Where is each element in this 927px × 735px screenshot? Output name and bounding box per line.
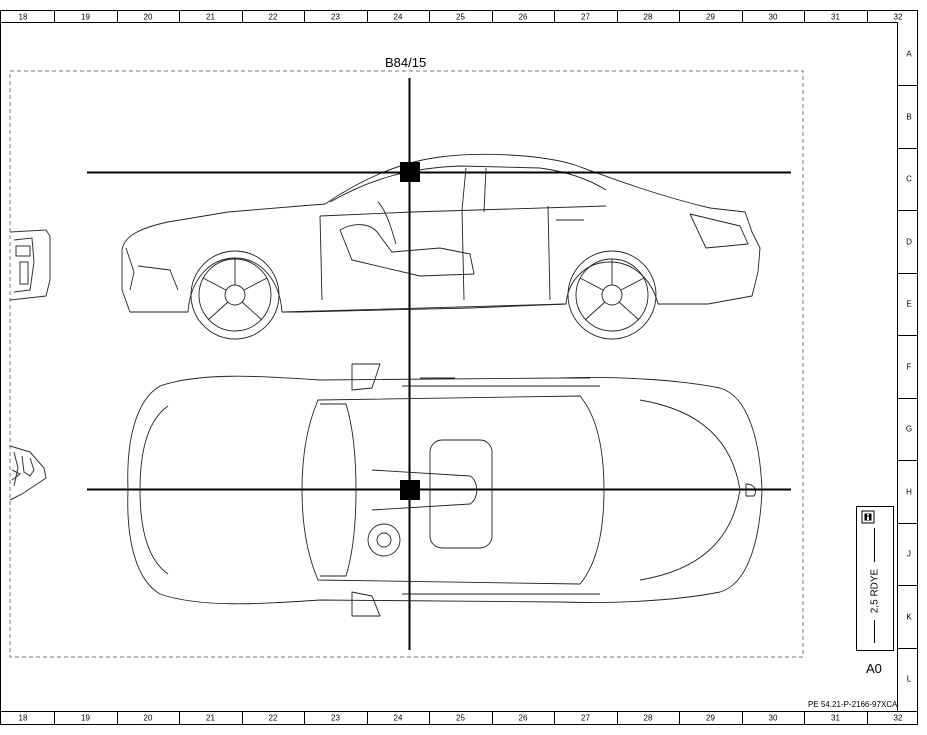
row-label: L xyxy=(906,674,912,684)
component-marker-top-view xyxy=(400,480,420,500)
info-icon xyxy=(861,510,875,524)
column-label: 28 xyxy=(643,12,653,21)
column-label: 20 xyxy=(143,12,153,21)
column-label: 22 xyxy=(268,713,278,722)
column-label: 27 xyxy=(581,713,590,722)
column-label: 24 xyxy=(393,12,403,21)
row-label: B xyxy=(906,112,912,121)
row-label: F xyxy=(906,362,912,371)
component-label: B84/15 xyxy=(385,55,427,70)
component-marker-side-view xyxy=(400,162,420,182)
column-label: 21 xyxy=(206,12,215,21)
component-crosshair xyxy=(87,78,791,650)
column-label: 24 xyxy=(393,713,403,722)
row-label: C xyxy=(906,174,912,184)
column-label: 25 xyxy=(456,12,465,21)
column-label: 27 xyxy=(581,12,590,21)
column-label: 29 xyxy=(706,12,715,21)
column-label: 19 xyxy=(81,12,90,21)
column-label: 32 xyxy=(893,713,903,722)
row-label: K xyxy=(906,612,912,621)
column-label: 30 xyxy=(768,12,778,21)
column-label: 21 xyxy=(206,713,215,722)
column-label: 30 xyxy=(768,713,778,722)
installation-area-border xyxy=(9,70,804,658)
document-id: PE 54.21-P-2166-97XCA xyxy=(808,700,898,709)
row-ruler-ticks xyxy=(897,85,917,649)
wire-label: 2,5 RDYE xyxy=(869,568,881,614)
column-label: 28 xyxy=(643,713,653,722)
column-label: 19 xyxy=(81,713,90,722)
car-side-view xyxy=(121,153,761,340)
column-label: 23 xyxy=(331,713,340,722)
column-ruler-ticks xyxy=(54,10,868,724)
row-label: E xyxy=(906,299,912,309)
column-label: 26 xyxy=(518,713,528,722)
row-label: A xyxy=(906,49,912,59)
sheet-frame xyxy=(0,10,918,725)
column-label: 18 xyxy=(18,713,28,722)
column-label: 23 xyxy=(331,12,340,21)
partial-detail-upper xyxy=(9,229,51,301)
column-label: 29 xyxy=(706,713,715,722)
row-label: D xyxy=(906,237,912,246)
column-label: 20 xyxy=(143,713,153,722)
column-label: 25 xyxy=(456,713,465,722)
row-label: H xyxy=(906,487,912,496)
column-label: 31 xyxy=(831,12,840,21)
column-label: 18 xyxy=(18,12,28,21)
column-label: 22 xyxy=(268,12,278,21)
column-label: 32 xyxy=(893,12,903,21)
row-label: G xyxy=(905,424,913,434)
partial-detail-lower xyxy=(9,445,47,501)
connector-label: A0 xyxy=(866,661,882,676)
row-label: J xyxy=(907,549,911,559)
column-label: 31 xyxy=(831,713,840,722)
column-label: 26 xyxy=(518,12,528,21)
